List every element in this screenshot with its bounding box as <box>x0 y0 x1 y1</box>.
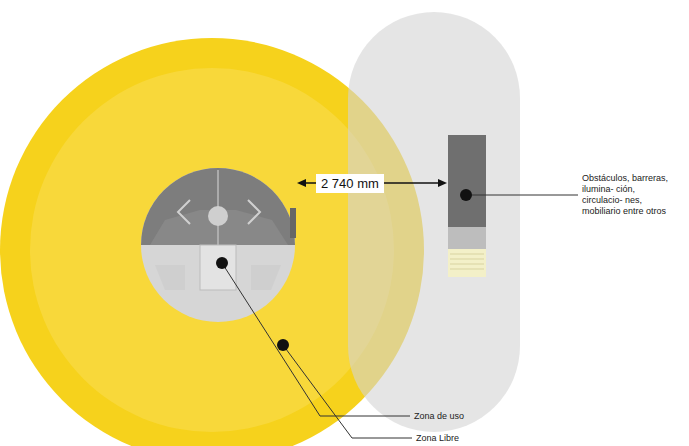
callout-label: Zona de uso <box>414 411 464 422</box>
leader-line <box>222 195 578 438</box>
obstacle <box>448 135 486 277</box>
dimension-label: 2 740 mm <box>316 174 384 193</box>
callout-dot <box>277 339 289 351</box>
free-zone-inner <box>30 68 394 432</box>
callout-label: Obstáculos, barreras, ilumina- ción, cir… <box>582 173 678 217</box>
obstacle-zone <box>348 12 520 432</box>
callout-dot <box>216 257 228 269</box>
use-zone-disk <box>141 168 296 322</box>
callout-label: Zona Libre <box>416 433 459 444</box>
